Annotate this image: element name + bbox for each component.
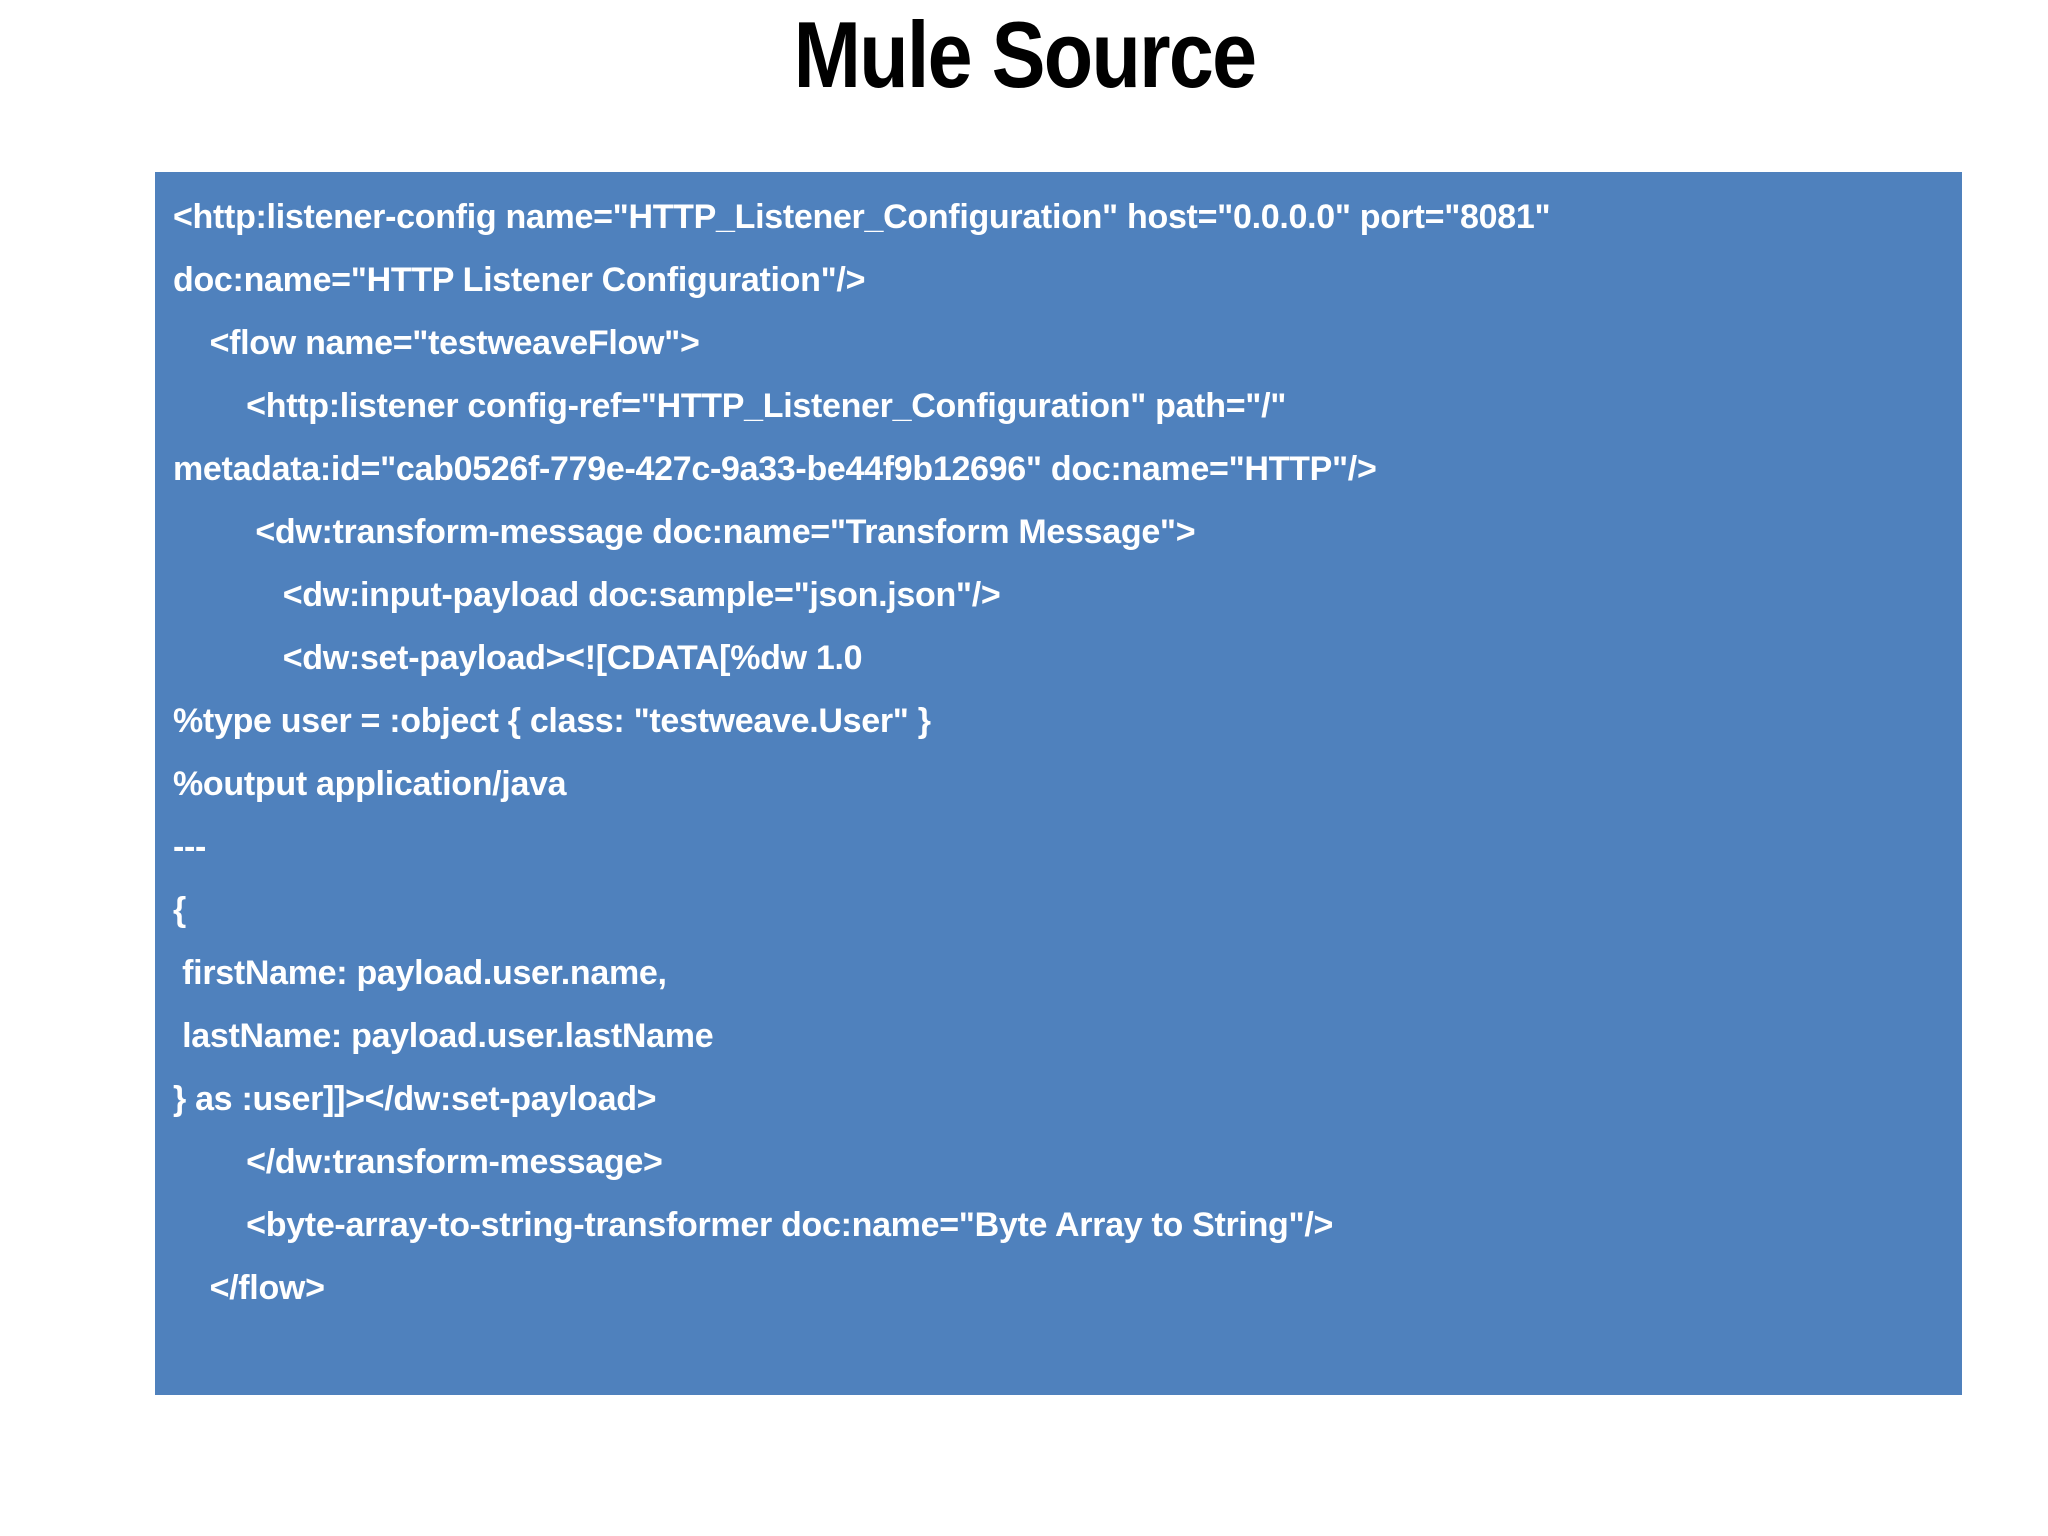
code-line: <dw:input-payload doc:sample="json.json"… — [173, 576, 1001, 614]
code-line: <dw:transform-message doc:name="Transfor… — [173, 513, 1196, 551]
code-line: metadata:id="cab0526f-779e-427c-9a33-be4… — [173, 450, 1377, 488]
code-block: <http:listener-config name="HTTP_Listene… — [173, 186, 1946, 1320]
code-line: <byte-array-to-string-transformer doc:na… — [173, 1206, 1334, 1244]
code-line: <http:listener-config name="HTTP_Listene… — [173, 198, 1551, 236]
code-line: } as :user]]></dw:set-payload> — [173, 1080, 657, 1118]
page-title: Mule Source — [0, 0, 2048, 105]
code-line: </dw:transform-message> — [173, 1143, 663, 1181]
code-line: { — [173, 891, 186, 929]
code-line: lastName: payload.user.lastName — [173, 1017, 714, 1055]
code-panel: <http:listener-config name="HTTP_Listene… — [155, 172, 1962, 1395]
code-line: </flow> — [173, 1269, 325, 1307]
code-line: <http:listener config-ref="HTTP_Listener… — [173, 387, 1287, 425]
code-line: --- — [173, 828, 207, 866]
code-line: <flow name="testweaveFlow"> — [173, 324, 700, 362]
code-line: %output application/java — [173, 765, 567, 803]
code-line: firstName: payload.user.name, — [173, 954, 667, 992]
code-line: doc:name="HTTP Listener Configuration"/> — [173, 261, 866, 299]
code-line: <dw:set-payload><![CDATA[%dw 1.0 — [173, 639, 863, 677]
code-line: %type user = :object { class: "testweave… — [173, 702, 931, 740]
page-title-text: Mule Source — [793, 2, 1256, 107]
